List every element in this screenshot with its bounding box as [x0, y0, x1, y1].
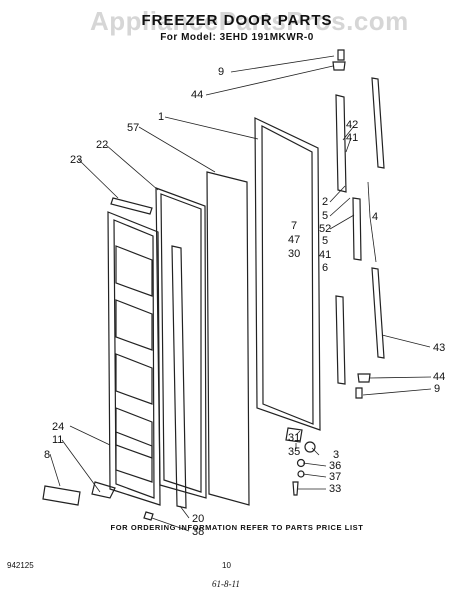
part-1-door-panel: [254, 117, 321, 431]
liner-bin: [115, 299, 153, 351]
callout-label: 31: [288, 432, 300, 444]
revision-date: 61-8-11: [212, 579, 240, 589]
callout-label: 7: [291, 220, 297, 232]
callout-label: 8: [44, 449, 50, 461]
diagram-code: 942125: [7, 561, 34, 570]
part-43-trim: [371, 267, 385, 359]
callout-label: 52: [319, 223, 331, 235]
callout-label: 44: [191, 89, 203, 101]
callout-label: 24: [52, 421, 64, 433]
liner-bin: [115, 407, 153, 459]
callout-label: 5: [322, 210, 328, 222]
part-33-screw: [292, 481, 299, 496]
callout-label: 57: [127, 122, 139, 134]
callout-label: 38: [192, 526, 204, 538]
part-24-liner: [107, 211, 161, 506]
callout-label: 37: [329, 471, 341, 483]
callout-label: 20: [192, 513, 204, 525]
part-52-handle: [352, 197, 362, 261]
callout-label: 41: [319, 249, 331, 261]
part-3-washer: [304, 441, 316, 453]
callout-label: 2: [322, 196, 328, 208]
part-8-bar: [42, 485, 81, 506]
liner-bin: [115, 431, 153, 483]
part-11-hinge: [91, 481, 116, 499]
callout-label: 5: [322, 235, 328, 247]
callout-label: 9: [434, 383, 440, 395]
callout-label: 11: [52, 434, 63, 446]
part-23-bracket: [110, 197, 153, 215]
part-44-clip-lower: [357, 373, 371, 383]
callout-label: 4: [372, 211, 378, 223]
part-9-screw: [337, 49, 345, 61]
callout-label: 47: [288, 234, 300, 246]
callout-label: 33: [329, 483, 341, 495]
part-20-strip: [171, 245, 187, 509]
callout-label: 36: [329, 460, 341, 472]
part-31-bracket: [285, 427, 303, 443]
callout-labels: 9 44 1 57 42 41 22 23 2 5 52 7 47 30 4 5…: [44, 66, 445, 538]
watermark: AppliancePartsPros.com: [90, 6, 409, 36]
ordering-note: FOR ORDERING INFORMATION REFER TO PARTS …: [110, 523, 364, 532]
callout-label: 35: [288, 446, 300, 458]
part-9-screw-lower: [355, 387, 363, 399]
part-38-pin: [143, 511, 154, 521]
page-number: 10: [222, 561, 231, 570]
diagram-title: FREEZER DOOR PARTS: [141, 12, 333, 29]
callout-label: 42: [346, 119, 358, 131]
callout-label: 6: [322, 262, 328, 274]
liner-bin: [115, 353, 153, 405]
part-lower-handle: [335, 295, 346, 385]
callout-label: 9: [218, 66, 224, 78]
callout-label: 30: [288, 248, 300, 260]
callout-label: 22: [96, 139, 108, 151]
callout-label: 41: [346, 132, 358, 144]
callout-label: 43: [433, 342, 445, 354]
part-42-handle: [335, 94, 347, 193]
callout-label: 1: [158, 111, 164, 123]
part-57-insulation: [206, 171, 250, 506]
callout-label: 44: [433, 371, 445, 383]
diagram-subtitle: For Model: 3EHD 191MKWR-0: [160, 32, 314, 43]
callout-label: 3: [333, 449, 339, 461]
callout-label: 23: [70, 154, 82, 166]
part-44-clip: [332, 61, 346, 71]
liner-bin: [115, 245, 153, 297]
part-trim-strip: [371, 77, 385, 169]
